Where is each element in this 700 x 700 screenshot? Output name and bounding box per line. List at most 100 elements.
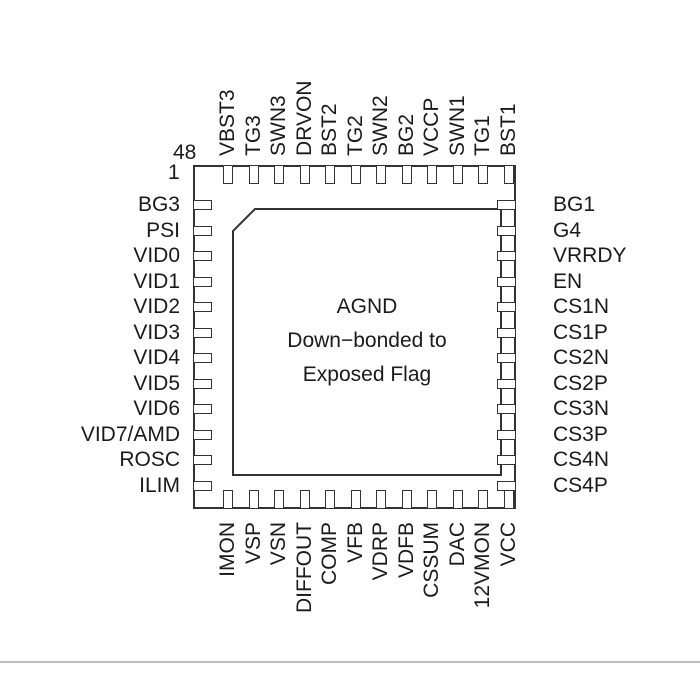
pin-pad-bottom — [478, 490, 488, 509]
pin-label-left: VID4 — [133, 346, 180, 369]
pin-pad-right — [497, 480, 516, 491]
pin-label-bottom: VDRP — [369, 522, 392, 581]
center-pad-line-3: Exposed Flag — [302, 363, 432, 386]
pin-label-right: CS1P — [553, 320, 608, 344]
pin-label-top: TG1 — [471, 115, 494, 156]
pin-label-bottom: VSN — [267, 522, 290, 566]
pin-label-right: CS2N — [553, 346, 610, 369]
pin-pad-left — [193, 302, 212, 312]
pin-label-right: CS3N — [553, 397, 610, 420]
pin-number-1: 1 — [168, 161, 180, 184]
pin-label-top: SWN2 — [369, 95, 392, 156]
center-pad-label: AGND Down−bonded to Exposed Flag — [233, 290, 501, 392]
pin-pad-bottom — [248, 490, 259, 509]
pin-label-bottom: CSSUM — [420, 522, 443, 598]
pin-pad-left — [193, 353, 212, 363]
pin-label-top: TG2 — [343, 115, 367, 156]
center-pad-line-2: Down−bonded to — [287, 329, 447, 352]
pin-pad-top — [350, 165, 361, 184]
pin-label-bottom: 12VMON — [471, 522, 494, 609]
pin-pad-bottom — [223, 490, 233, 509]
pin-pad-top — [452, 165, 463, 184]
pin-label-left: VID1 — [133, 269, 180, 293]
pin-label-top: TG3 — [241, 115, 265, 156]
pin-pad-bottom — [401, 490, 412, 509]
pin-pad-left — [193, 251, 212, 261]
pin-label-top: BST2 — [318, 103, 341, 156]
pin-pad-right — [497, 429, 516, 440]
pin-pad-left — [193, 225, 212, 236]
pin-pad-top — [427, 165, 437, 184]
pin-label-bottom: DIFFOUT — [292, 522, 316, 613]
pin-pad-right — [497, 225, 516, 236]
pin-pad-left — [193, 455, 212, 465]
pin-label-left: VID6 — [133, 397, 180, 420]
pin-pad-left — [193, 327, 212, 338]
exposed-pad-outline — [232, 208, 502, 476]
pin-pad-top — [299, 165, 310, 184]
pin-pad-left — [193, 404, 212, 414]
pin-label-top: VBST3 — [216, 89, 239, 156]
pin-label-bottom: VSP — [241, 522, 265, 565]
pin-pad-right — [497, 378, 516, 389]
pin-pad-right — [497, 455, 516, 465]
pin-pad-top — [503, 165, 514, 184]
pin-pad-right — [497, 276, 516, 287]
pin-pad-left — [193, 429, 212, 440]
pin-label-bottom: VDFB — [394, 522, 418, 579]
pin-pad-left — [193, 200, 212, 210]
pin-label-bottom: VFB — [343, 522, 367, 563]
pin-label-right: CS3P — [553, 422, 608, 446]
exposed-pad — [232, 208, 502, 476]
pin-number-48: 48 — [173, 141, 197, 164]
pin-pad-top — [376, 165, 386, 184]
pin-pad-bottom — [427, 490, 437, 509]
pin-pad-bottom — [350, 490, 361, 509]
pin-pad-bottom — [299, 490, 310, 509]
pin-label-right: BG1 — [553, 193, 596, 216]
pin-label-bottom: VCC — [496, 522, 520, 567]
center-pad-line-1: AGND — [336, 295, 398, 318]
pin-label-top: SWN3 — [267, 95, 290, 156]
pin-label-right: G4 — [553, 218, 582, 242]
pin-label-left: VID7/AMD — [80, 422, 180, 446]
pin-pad-right — [497, 251, 516, 261]
pin-label-left: ROSC — [119, 448, 180, 471]
pin-label-left: VID0 — [133, 244, 180, 267]
pin-pad-bottom — [503, 490, 514, 509]
pin-pad-left — [193, 276, 212, 287]
pin-label-bottom: DAC — [445, 522, 469, 567]
pin-label-top: SWN1 — [445, 95, 469, 156]
pin-label-left: BG3 — [137, 193, 180, 216]
pin-pad-right — [497, 302, 516, 312]
pin-pad-top — [248, 165, 259, 184]
pin-label-top: DRVON — [292, 80, 316, 156]
pin-pad-left — [193, 378, 212, 389]
pin-label-top: BST1 — [496, 103, 520, 156]
pin-pad-top — [274, 165, 284, 184]
pin-label-right: CS4P — [553, 473, 608, 497]
pin-label-left: PSI — [146, 218, 180, 242]
pin-pad-right — [497, 353, 516, 363]
pin-label-top: BG2 — [394, 113, 418, 156]
pin-pad-top — [401, 165, 412, 184]
pin-label-left: VID2 — [133, 295, 180, 318]
separator-line — [0, 661, 700, 663]
pin-label-left: ILIM — [139, 473, 180, 497]
pin-pad-bottom — [325, 490, 335, 509]
pin-label-left: VID3 — [133, 320, 180, 344]
pin-label-left: VID5 — [133, 371, 180, 395]
pin-pad-bottom — [376, 490, 386, 509]
pin-pad-top — [223, 165, 233, 184]
pin-label-right: CS2P — [553, 371, 608, 395]
pin-label-bottom: IMON — [216, 522, 239, 577]
pin-label-right: EN — [553, 269, 583, 293]
pin-label-right: CS4N — [553, 448, 610, 471]
pin-pad-top — [325, 165, 335, 184]
pin-label-top: VCCP — [420, 97, 443, 156]
pin-pad-right — [497, 404, 516, 414]
pin-pad-left — [193, 480, 212, 491]
pin-pad-right — [497, 200, 516, 210]
pin-pad-bottom — [452, 490, 463, 509]
